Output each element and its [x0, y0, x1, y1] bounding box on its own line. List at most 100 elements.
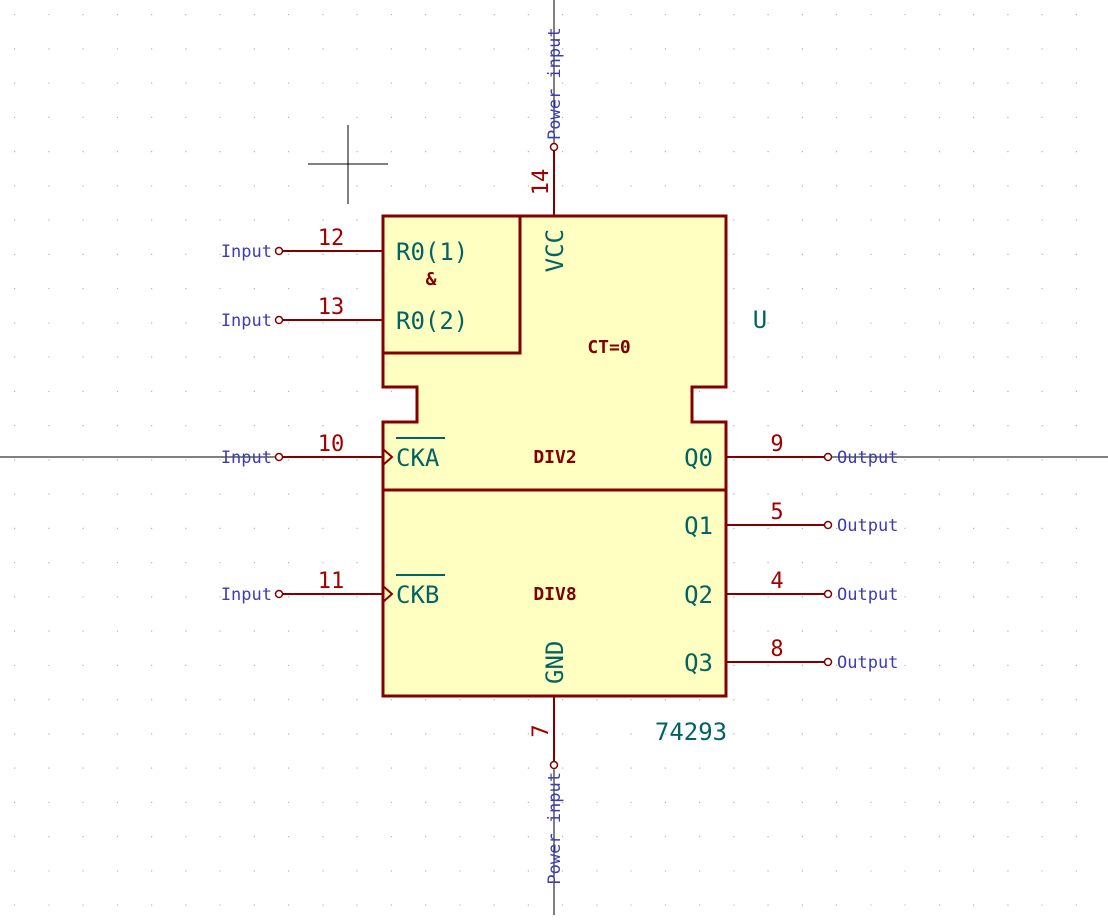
grid-dot [1041, 459, 1043, 461]
grid-dot [151, 836, 153, 838]
grid-dot [767, 14, 769, 16]
grid-dot [767, 390, 769, 392]
pin-end-14[interactable] [549, 142, 559, 152]
grid-dot [699, 14, 701, 16]
pin-end-9[interactable] [823, 452, 833, 462]
grid-dot [151, 733, 153, 735]
grid-dot [288, 699, 290, 701]
grid-dot [219, 630, 221, 632]
pin-end-5[interactable] [823, 520, 833, 530]
grid-dot [527, 185, 529, 187]
grid-dot [14, 527, 16, 529]
grid-dot [630, 836, 632, 838]
grid-dot [836, 459, 838, 461]
grid-dot [904, 185, 906, 187]
grid-dot [185, 562, 187, 564]
grid-dot [288, 322, 290, 324]
grid-dot [904, 767, 906, 769]
part-value[interactable]: 74293 [655, 718, 727, 746]
grid-dot [1075, 699, 1077, 701]
grid-dot [836, 253, 838, 255]
pin-type-4: Output [837, 585, 898, 605]
grid-dot [870, 493, 872, 495]
grid-dot [699, 801, 701, 803]
grid-dot [253, 493, 255, 495]
grid-dot [116, 185, 118, 187]
grid-dot [14, 801, 16, 803]
grid-dot [356, 664, 358, 666]
grid-dot [185, 356, 187, 358]
grid-dot [14, 14, 16, 16]
grid-dot [151, 356, 153, 358]
grid-dot [1075, 151, 1077, 153]
grid-dot [1041, 664, 1043, 666]
grid-dot [493, 185, 495, 187]
grid-dot [322, 185, 324, 187]
grid-dot [151, 493, 153, 495]
grid-dot [253, 459, 255, 461]
grid-dot [48, 356, 50, 358]
grid-dot [82, 82, 84, 84]
grid-dot [253, 562, 255, 564]
grid-dot [596, 870, 598, 872]
grid-dot [767, 630, 769, 632]
grid-dot [973, 116, 975, 118]
grid-dot [836, 288, 838, 290]
grid-dot [493, 48, 495, 50]
grid-dot [1007, 527, 1009, 529]
grid-dot [253, 767, 255, 769]
grid-dot [973, 14, 975, 16]
pin-end-10[interactable] [274, 452, 284, 462]
grid-dot [253, 664, 255, 666]
grid-dot [733, 14, 735, 16]
grid-dot [801, 425, 803, 427]
grid-dot [870, 253, 872, 255]
grid-dot [699, 151, 701, 153]
pin-type-11: Input [221, 585, 272, 605]
pin-end-4[interactable] [823, 589, 833, 599]
grid-dot [527, 836, 529, 838]
ic-body[interactable] [381, 214, 728, 698]
grid-dot [1075, 116, 1077, 118]
pin-end-12[interactable] [274, 246, 284, 256]
grid-dot [425, 185, 427, 187]
pin-end-7[interactable] [549, 760, 559, 770]
grid-dot [801, 801, 803, 803]
grid-dot [219, 116, 221, 118]
pin-end-8[interactable] [823, 657, 833, 667]
grid-dot [1075, 82, 1077, 84]
grid-dot [185, 322, 187, 324]
grid-dot [322, 630, 324, 632]
grid-dot [116, 82, 118, 84]
grid-dot [390, 185, 392, 187]
grid-dot [904, 116, 906, 118]
grid-dot [870, 219, 872, 221]
grid-dot [116, 801, 118, 803]
grid-dot [116, 151, 118, 153]
grid-dot [82, 699, 84, 701]
grid-dot [288, 664, 290, 666]
grid-dot [870, 116, 872, 118]
grid-dot [973, 596, 975, 598]
grid-dot [390, 14, 392, 16]
grid-dot [1041, 733, 1043, 735]
grid-dot [1075, 48, 1077, 50]
grid-dot [767, 527, 769, 529]
grid-dot [870, 82, 872, 84]
grid-dot [116, 48, 118, 50]
reference-designator[interactable]: U [753, 306, 767, 334]
grid-dot [185, 699, 187, 701]
grid-dot [1041, 596, 1043, 598]
grid-dot [630, 151, 632, 153]
pin-end-13[interactable] [274, 315, 284, 325]
grid-dot [288, 459, 290, 461]
grid-dot [630, 48, 632, 50]
grid-dot [664, 870, 666, 872]
grid-dot [219, 870, 221, 872]
grid-dot [836, 14, 838, 16]
grid-dot [185, 48, 187, 50]
grid-dot [322, 904, 324, 906]
pin-end-11[interactable] [274, 589, 284, 599]
grid-dot [870, 390, 872, 392]
